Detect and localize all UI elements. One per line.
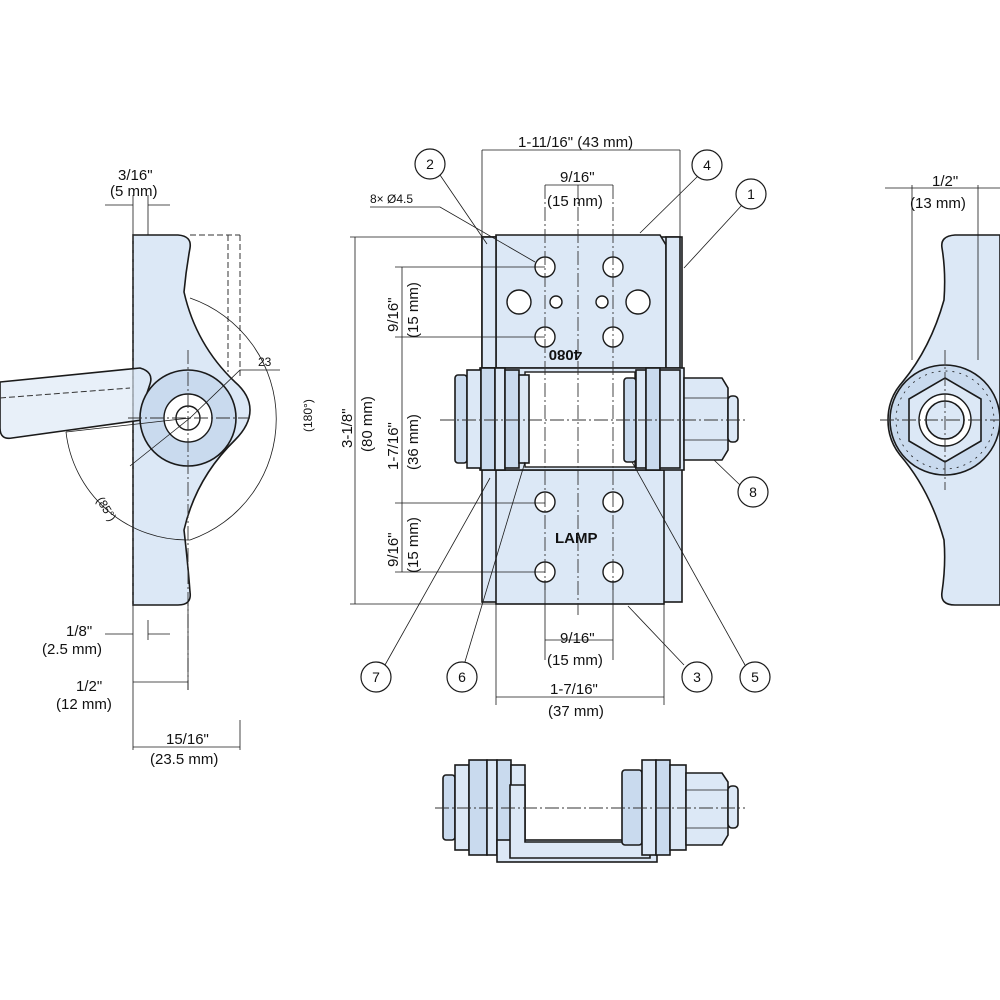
dim-front-hole-bottom-mm: (15 mm) <box>547 652 603 669</box>
svg-text:4: 4 <box>703 157 711 173</box>
dim-end-top-mm: (13 mm) <box>910 195 966 212</box>
svg-text:6: 6 <box>458 669 466 685</box>
dim-side-angle: 23 <box>258 355 272 369</box>
dim-side-b2-mm: (12 mm) <box>56 696 112 713</box>
dim-front-width-top: 1-11/16" (43 mm) <box>518 134 633 151</box>
dim-front-v1-mm: (15 mm) <box>405 282 422 338</box>
svg-text:5: 5 <box>751 669 759 685</box>
callout-1 <box>735 178 767 210</box>
svg-text:2: 2 <box>426 156 434 172</box>
brand-marking: LAMP <box>555 530 598 547</box>
dim-side-b2-in: 1/2" <box>76 678 102 695</box>
dim-front-width-bottom-mm: (37 mm) <box>548 703 604 720</box>
dim-side-b1-mm: (2.5 mm) <box>42 641 102 658</box>
dim-front-hole-top-mm: (15 mm) <box>547 193 603 210</box>
callout-6 <box>446 661 478 693</box>
callout-7 <box>360 661 392 693</box>
callouts: 1 2 3 4 5 6 7 8 <box>360 148 771 693</box>
dim-front-v1-in: 9/16" <box>385 297 402 332</box>
bottom-view <box>435 759 745 863</box>
svg-text:1: 1 <box>747 186 755 202</box>
side-view: 3/16" (5 mm) 23 (180°) (85°) 1/8" (2.5 m… <box>0 167 315 768</box>
dim-side-b1-in: 1/8" <box>66 623 92 640</box>
dim-end-top-in: 1/2" <box>932 173 958 190</box>
svg-text:3: 3 <box>693 669 701 685</box>
dim-front-width-bottom-in: 1-7/16" <box>550 681 598 698</box>
svg-text:8: 8 <box>749 484 757 500</box>
svg-text:7: 7 <box>372 669 380 685</box>
side-view-open-leaf <box>0 367 152 440</box>
dim-front-holes: 8× Ø4.5 <box>370 192 413 206</box>
dim-front-height-mm: (80 mm) <box>359 396 376 452</box>
dim-side-b3-in: 15/16" <box>166 731 209 748</box>
dim-front-v2-in: 1-7/16" <box>385 422 402 470</box>
front-view: 4080 LAMP 1-11/16" (43 mm) 9/16" (15 mm)… <box>339 134 746 720</box>
dim-front-v2-mm: (36 mm) <box>405 414 422 470</box>
part-number-marking: 4080 <box>549 346 582 363</box>
front-nut <box>683 377 729 461</box>
dim-side-180: (180°) <box>301 399 315 432</box>
callout-8 <box>737 476 769 508</box>
dim-front-v3-mm: (15 mm) <box>405 517 422 573</box>
dim-front-v3-in: 9/16" <box>385 532 402 567</box>
dim-side-top-in: 3/16" <box>118 167 153 184</box>
dim-side-top-mm: (5 mm) <box>110 183 158 200</box>
end-view: 1/2" (13 mm) <box>880 173 1000 606</box>
dim-side-b3-mm: (23.5 mm) <box>150 751 218 768</box>
callout-4 <box>691 149 723 181</box>
dim-front-height-in: 3-1/8" <box>339 408 356 448</box>
dim-front-hole-bottom-in: 9/16" <box>560 630 595 647</box>
callout-2 <box>414 148 446 180</box>
dim-side-85: (85°) <box>93 494 119 524</box>
callout-3 <box>681 661 713 693</box>
dim-front-hole-top-in: 9/16" <box>560 169 595 186</box>
callout-5 <box>739 661 771 693</box>
